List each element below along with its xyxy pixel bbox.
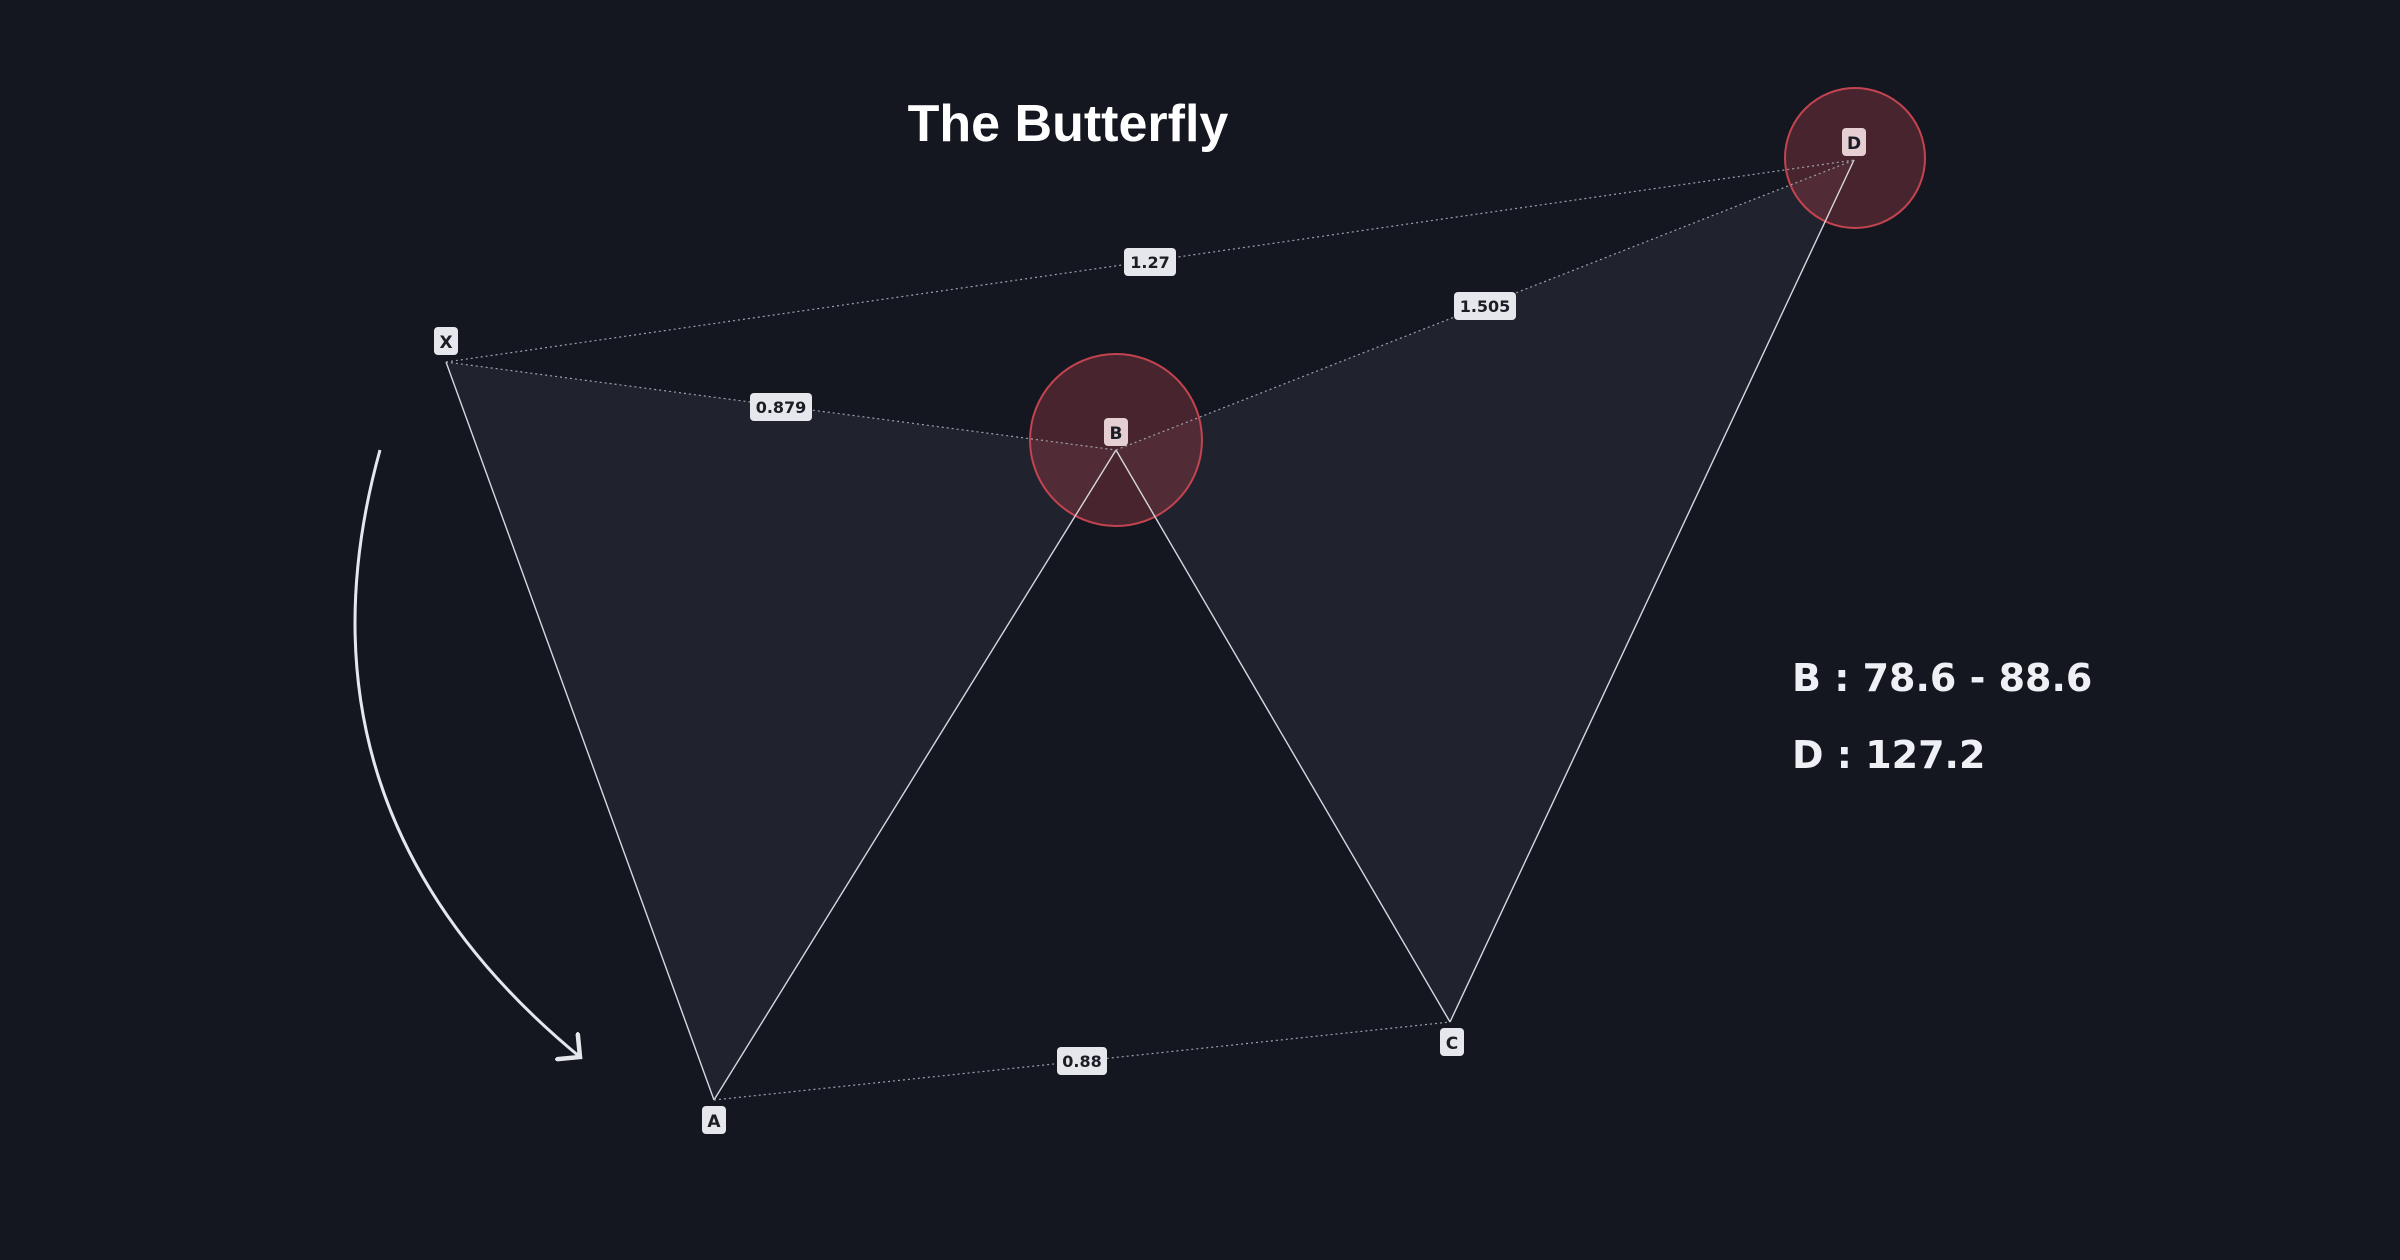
ratio-label-xd: 1.27: [1124, 248, 1176, 276]
point-b-label: B: [1104, 418, 1128, 446]
leg-ab: [713, 449, 1117, 1101]
ratio-xb-text: 0.879: [756, 398, 807, 417]
ratio-bd-text: 1.505: [1460, 297, 1511, 316]
point-b-text: B: [1110, 424, 1123, 444]
b-retracement-range: B : 78.6 - 88.6: [1792, 656, 2092, 700]
ratio-ac-text: 0.88: [1062, 1052, 1101, 1071]
point-a-text: A: [707, 1112, 721, 1132]
ratio-label-xb: 0.879: [750, 393, 812, 421]
point-a-label: A: [702, 1106, 726, 1134]
left-wing-fill: [446, 362, 1116, 1100]
d-reversal-zone: [1784, 87, 1926, 229]
curved-arrow-icon: [353, 449, 580, 1057]
point-d-label: D: [1842, 128, 1866, 156]
ratio-xd-text: 1.27: [1130, 253, 1169, 272]
leg-xa: [445, 361, 715, 1101]
right-wing-fill: [1116, 160, 1854, 1022]
ratio-label-ac: 0.88: [1057, 1047, 1107, 1075]
point-c-text: C: [1446, 1034, 1458, 1054]
point-x-label: X: [434, 327, 458, 355]
point-c-label: C: [1440, 1028, 1464, 1056]
leg-cd: [1449, 159, 1855, 1023]
ratio-label-bd: 1.505: [1454, 292, 1516, 320]
leg-bc: [1115, 449, 1451, 1023]
point-x-text: X: [439, 333, 452, 353]
point-d-text: D: [1847, 134, 1861, 154]
d-extension-level: D : 127.2: [1792, 733, 1985, 777]
diagram-title: The Butterfly: [908, 95, 1229, 153]
